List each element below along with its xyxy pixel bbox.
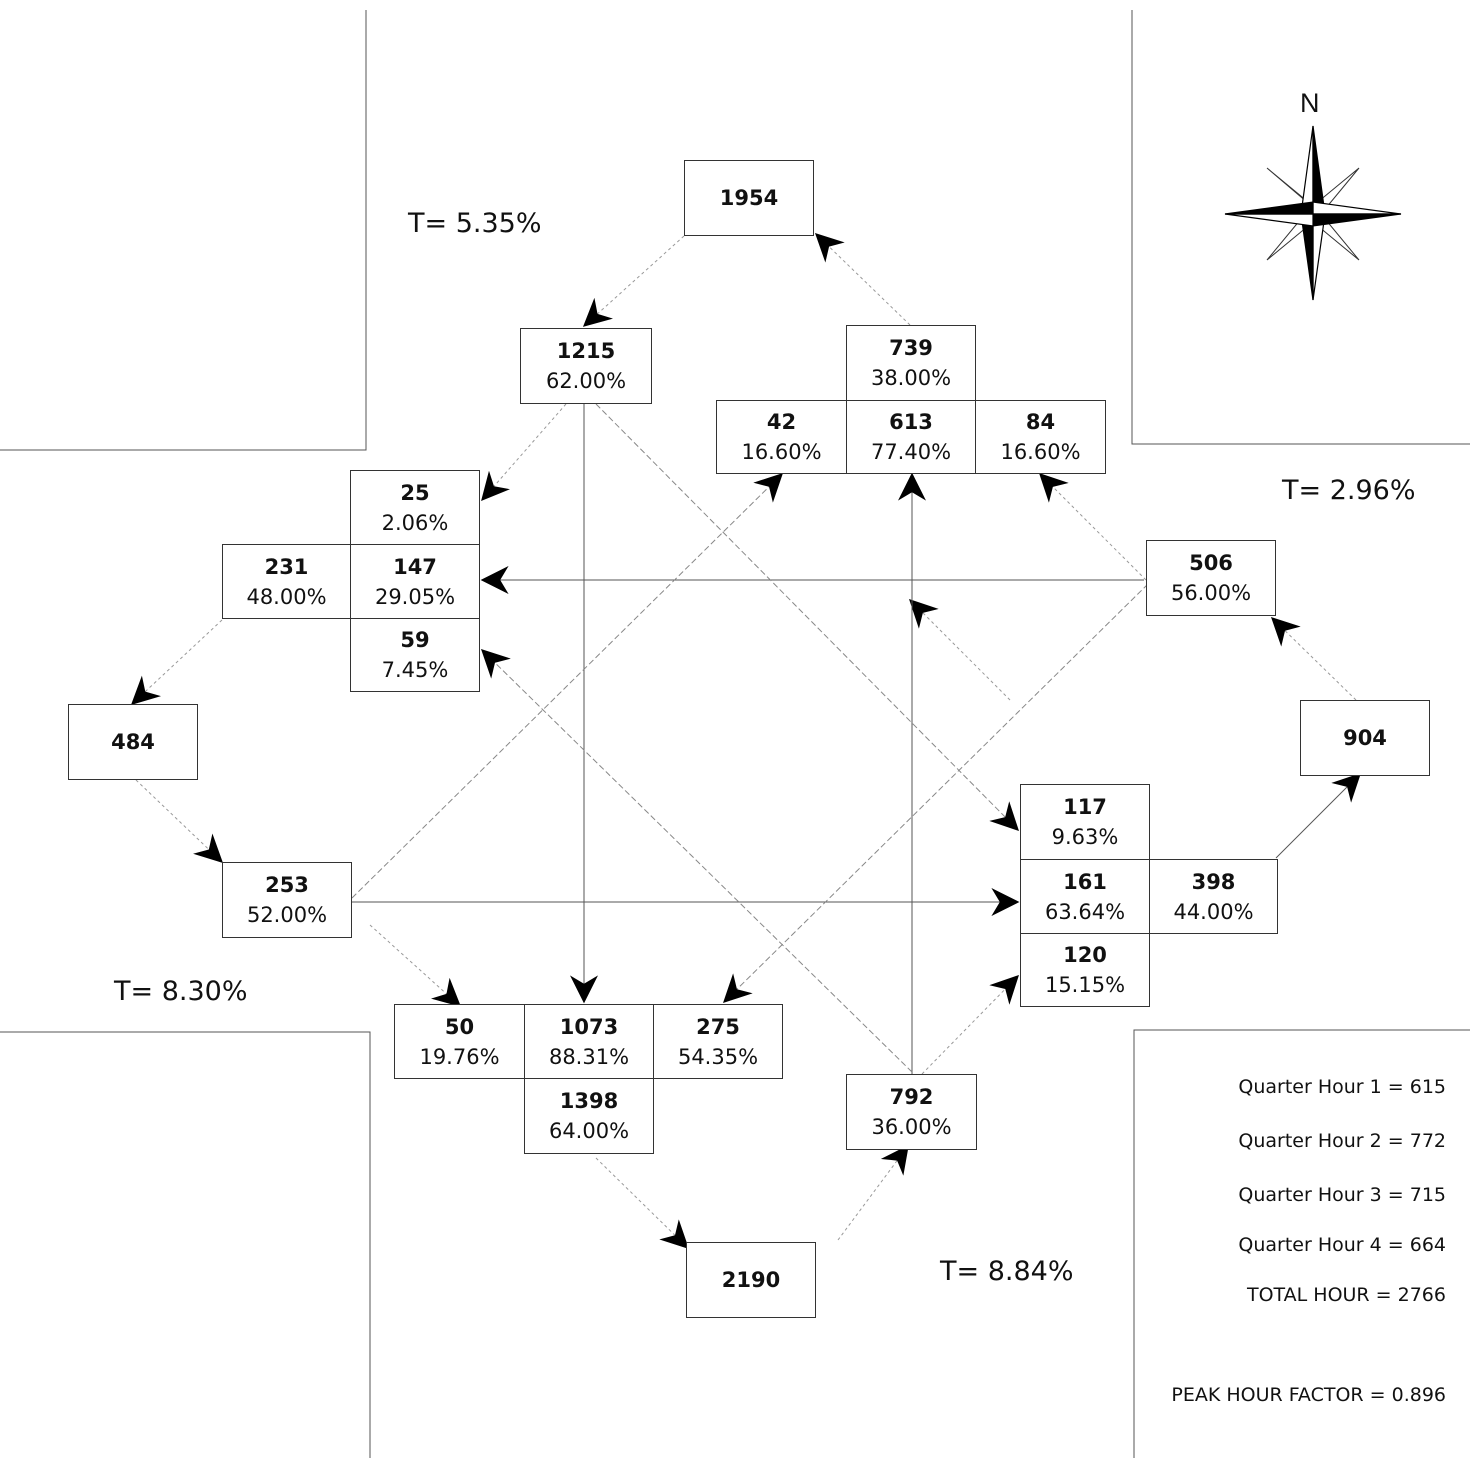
west-entering-volume: 253 52.00%: [222, 862, 352, 938]
south-total-value: 1398: [559, 1089, 619, 1113]
south-right-value: 50: [444, 1014, 475, 1039]
north-right-pct: 16.60%: [1000, 440, 1081, 464]
west-total-volume: 231 48.00%: [222, 544, 351, 619]
west-left-value: 59: [400, 628, 430, 652]
east-total-volume: 398 44.00%: [1149, 859, 1278, 934]
quarter-hour-2: Quarter Hour 2 = 772: [1238, 1130, 1446, 1152]
south-entering-value: 792: [889, 1085, 934, 1109]
truck-pct-southwest: T= 8.30%: [114, 976, 248, 1007]
south-exit-volume: 2190: [686, 1242, 816, 1318]
west-through-value: 147: [393, 554, 437, 579]
west-entering-value: 253: [265, 873, 309, 897]
approach-flow-lines: [130, 233, 1357, 1249]
south-through-pct: 88.31%: [548, 1044, 630, 1069]
west-through: 147 29.05%: [350, 544, 480, 619]
diagonal-movements: [351, 403, 1149, 1073]
south-total-volume: 1398 64.00%: [524, 1078, 654, 1154]
north-entering-pct: 62.00%: [545, 369, 627, 393]
west-exit-value: 484: [111, 730, 155, 754]
west-total-pct: 48.00%: [246, 584, 327, 609]
east-through-value: 161: [1063, 869, 1107, 894]
north-left-value: 42: [766, 410, 797, 434]
south-total-pct: 64.00%: [548, 1119, 630, 1143]
north-left-turn: 42 16.60%: [716, 400, 847, 474]
compass-icon: [1224, 125, 1402, 301]
north-right-turn: 84 16.60%: [975, 400, 1106, 474]
west-through-pct: 29.05%: [374, 584, 456, 609]
truck-pct-northwest: T= 5.35%: [408, 208, 542, 239]
east-entering-volume: 506 56.00%: [1146, 540, 1276, 616]
north-total-volume: 739 38.00%: [846, 325, 976, 401]
west-exit-volume: 484: [68, 704, 198, 780]
road-edges: [0, 10, 1470, 1458]
quarter-hour-4: Quarter Hour 4 = 664: [1238, 1234, 1446, 1256]
south-through: 1073 88.31%: [524, 1004, 654, 1079]
south-left-pct: 54.35%: [677, 1044, 759, 1069]
west-right-value: 25: [400, 480, 430, 505]
quarter-hour-1: Quarter Hour 1 = 615: [1238, 1076, 1446, 1098]
south-left-value: 275: [696, 1014, 740, 1039]
north-left-pct: 16.60%: [741, 440, 822, 464]
east-exit-value: 904: [1343, 726, 1387, 750]
north-through-value: 613: [889, 410, 933, 434]
north-through: 613 77.40%: [846, 400, 976, 474]
west-entering-pct: 52.00%: [246, 903, 328, 927]
north-through-pct: 77.40%: [870, 440, 952, 464]
east-left-pct: 9.63%: [1051, 825, 1119, 849]
truck-pct-southeast: T= 8.84%: [940, 1256, 1074, 1287]
north-total-pct: 38.00%: [870, 366, 952, 390]
north-entering-value: 1215: [556, 339, 616, 363]
south-left-turn: 275 54.35%: [653, 1004, 783, 1079]
east-through: 161 63.64%: [1020, 859, 1150, 934]
north-total-value: 739: [889, 336, 933, 360]
south-exit-value: 2190: [721, 1268, 781, 1292]
east-right-pct: 15.15%: [1044, 973, 1126, 997]
quarter-hour-3: Quarter Hour 3 = 715: [1238, 1184, 1446, 1206]
total-hour: TOTAL HOUR = 2766: [1246, 1284, 1446, 1306]
west-left-pct: 7.45%: [381, 658, 449, 682]
peak-hour-factor: PEAK HOUR FACTOR = 0.896: [1171, 1384, 1446, 1406]
west-total-value: 231: [264, 554, 309, 579]
south-right-pct: 19.76%: [419, 1044, 500, 1069]
west-right-turn: 25 2.06%: [350, 470, 480, 545]
south-through-value: 1073: [559, 1014, 619, 1039]
north-entering-volume: 1215 62.00%: [520, 328, 652, 404]
east-total-pct: 44.00%: [1173, 899, 1254, 924]
movement-lines: [352, 404, 1361, 1074]
east-entering-value: 506: [1189, 551, 1233, 575]
north-exit-value: 1954: [719, 186, 779, 210]
north-label: N: [1300, 88, 1320, 118]
north-exit-volume: 1954: [684, 160, 814, 236]
south-entering-volume: 792 36.00%: [846, 1074, 977, 1150]
west-right-pct: 2.06%: [381, 510, 449, 535]
east-left-turn: 117 9.63%: [1020, 784, 1150, 860]
east-total-value: 398: [1191, 869, 1236, 894]
truck-pct-northeast: T= 2.96%: [1282, 475, 1416, 506]
north-right-value: 84: [1025, 410, 1056, 434]
south-entering-pct: 36.00%: [871, 1115, 952, 1139]
east-through-pct: 63.64%: [1044, 899, 1126, 924]
west-left-turn: 59 7.45%: [350, 618, 480, 692]
east-exit-volume: 904: [1300, 700, 1430, 776]
east-right-turn: 120 15.15%: [1020, 933, 1150, 1007]
east-right-value: 120: [1063, 943, 1107, 967]
south-right-turn: 50 19.76%: [394, 1004, 525, 1079]
east-entering-pct: 56.00%: [1170, 581, 1252, 605]
east-left-value: 117: [1063, 795, 1107, 819]
